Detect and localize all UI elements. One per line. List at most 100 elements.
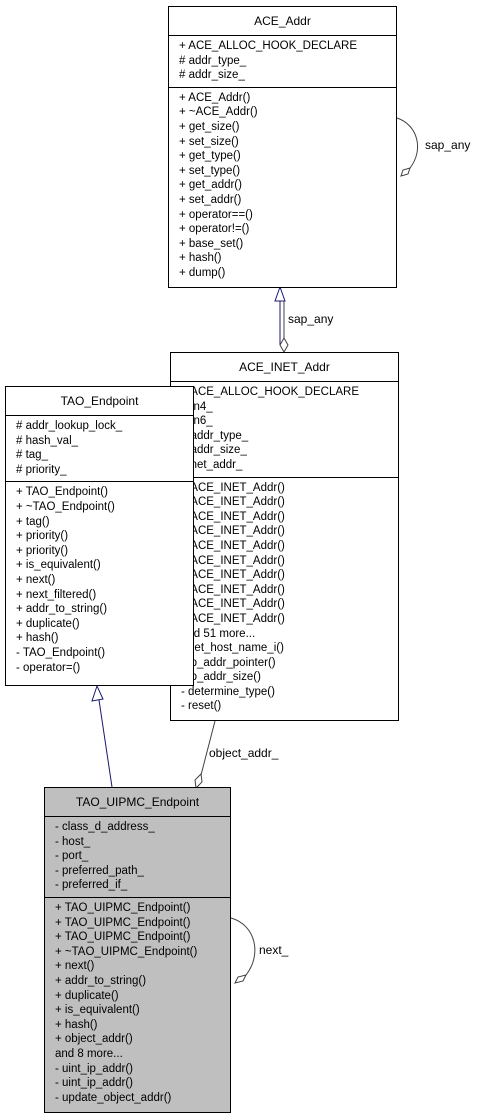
class-attributes-section: + ACE_ALLOC_HOOK_DECLARE+ in4_+ in6_# ad… bbox=[171, 382, 398, 478]
operation-row: + next() bbox=[16, 573, 56, 586]
attribute-row: + in4_ bbox=[181, 400, 213, 413]
operation-row: - ip_addr_pointer() bbox=[181, 656, 276, 669]
operation-row: + ~TAO_UIPMC_Endpoint() bbox=[55, 945, 198, 958]
attribute-row: - preferred_if_ bbox=[55, 879, 128, 892]
operation-row: + dump() bbox=[179, 266, 226, 279]
edge-label-object-addr: object_addr_ bbox=[209, 746, 279, 760]
class-operations-section: + TAO_UIPMC_Endpoint() + TAO_UIPMC_Endpoi… bbox=[45, 898, 230, 1109]
operation-row: - update_object_addr() bbox=[55, 1091, 172, 1104]
uipmc-self-association bbox=[230, 917, 256, 976]
operation-row: + get_addr() bbox=[179, 179, 242, 192]
operation-row: + base_set() bbox=[179, 237, 244, 250]
class-attributes-section: + ACE_ALLOC_HOOK_DECLARE # addr_type_ # ad… bbox=[169, 36, 396, 88]
operation-row: + ~ACE_Addr() bbox=[179, 106, 258, 119]
uipmc-to-endpoint-arrowhead bbox=[91, 684, 104, 702]
operation-row: - uint_ip_addr() bbox=[55, 1062, 133, 1075]
class-operations-section: + TAO_Endpoint()+ ~TAO_Endpoint()+ tag()… bbox=[6, 482, 193, 679]
class-ace-inet-addr[interactable]: ACE_INET_Addr + ACE_ALLOC_HOOK_DECLARE + i… bbox=[170, 352, 399, 721]
edge-label-ace-addr-self: sap_any bbox=[425, 138, 471, 152]
operation-row: + addr_to_string() bbox=[55, 974, 147, 987]
class-title: TAO_UIPMC_Endpoint bbox=[45, 788, 230, 817]
class-operations-section: + ACE_Addr() + ~ACE_Addr()+ get_size() + s… bbox=[169, 88, 396, 285]
operation-row: + set_addr() bbox=[179, 193, 242, 206]
class-tao-uipmc-endpoint[interactable]: TAO_UIPMC_Endpoint - class_d_address_ - ho… bbox=[44, 787, 231, 1113]
operation-row: + priority() bbox=[16, 544, 69, 557]
operation-row: and 51 more... bbox=[181, 627, 256, 640]
attribute-row: - preferred_path_ bbox=[55, 864, 144, 877]
inet-to-addr-arrowhead bbox=[274, 285, 286, 302]
attribute-row: # addr_type_ bbox=[181, 429, 249, 442]
operation-row: + ACE_INET_Addr() bbox=[181, 612, 285, 625]
operation-row: + priority() bbox=[16, 530, 69, 543]
operation-row: + hash() bbox=[55, 1018, 98, 1031]
object-addr-association bbox=[200, 720, 216, 776]
class-tao-endpoint[interactable]: TAO_Endpoint # addr_lookup_lock_ # hash_va… bbox=[5, 386, 194, 686]
uipmc-self-diamond bbox=[234, 974, 247, 984]
attribute-row: # priority_ bbox=[16, 463, 67, 476]
operation-row: + next_filtered() bbox=[16, 588, 97, 601]
ace-addr-self-association bbox=[396, 117, 419, 169]
operation-row: + ~TAO_Endpoint() bbox=[16, 500, 115, 513]
operation-row: + hash() bbox=[16, 632, 59, 645]
attribute-row: # hash_val_ bbox=[16, 434, 79, 447]
attribute-row: + ACE_ALLOC_HOOK_DECLARE bbox=[181, 386, 360, 398]
operation-row: - get_host_name_i() bbox=[181, 642, 284, 655]
class-ace-addr[interactable]: ACE_Addr + ACE_ALLOC_HOOK_DECLARE # addr_t… bbox=[168, 6, 397, 288]
attribute-row: + ACE_ALLOC_HOOK_DECLARE bbox=[179, 40, 358, 52]
operation-row: + TAO_UIPMC_Endpoint() bbox=[55, 901, 191, 914]
attribute-row: # tag_ bbox=[16, 449, 48, 462]
operation-row: + ACE_INET_Addr() bbox=[181, 525, 285, 538]
class-operations-section: + ACE_INET_Addr()+ ACE_INET_Addr()+ ACE_… bbox=[171, 478, 398, 719]
operation-row: + is_equivalent() bbox=[55, 1004, 140, 1017]
operation-row: + object_addr() bbox=[55, 1033, 133, 1046]
operation-row: + operator!=() bbox=[179, 223, 250, 236]
class-title: TAO_Endpoint bbox=[6, 387, 193, 416]
operation-row: - ip_addr_size() bbox=[181, 671, 261, 684]
attribute-row: # addr_lookup_lock_ bbox=[16, 420, 123, 432]
operation-row: + ACE_INET_Addr() bbox=[181, 598, 285, 611]
operation-row: + ACE_Addr() bbox=[179, 91, 251, 104]
operation-row: + set_type() bbox=[179, 164, 241, 177]
operation-row: + ACE_INET_Addr() bbox=[181, 510, 285, 523]
attribute-row: # addr_size_ bbox=[179, 69, 245, 82]
operation-row: + is_equivalent() bbox=[16, 559, 101, 572]
attribute-row: - class_d_address_ bbox=[55, 821, 155, 833]
attribute-row: - inet_addr_ bbox=[181, 458, 243, 471]
operation-row: + operator==() bbox=[179, 208, 253, 221]
attribute-row: - port_ bbox=[55, 850, 89, 863]
class-title: ACE_INET_Addr bbox=[171, 353, 398, 382]
operation-row: + ACE_INET_Addr() bbox=[181, 539, 285, 552]
operation-row: - TAO_Endpoint() bbox=[16, 646, 106, 659]
attribute-row: - host_ bbox=[55, 835, 91, 848]
operation-row: - determine_type() bbox=[181, 685, 275, 698]
class-attributes-section: # addr_lookup_lock_ # hash_val_ # tag_# pr… bbox=[6, 416, 193, 483]
ace-addr-self-diamond bbox=[400, 167, 411, 177]
operation-row: + TAO_UIPMC_Endpoint() bbox=[55, 931, 191, 944]
operation-row: + ACE_INET_Addr() bbox=[181, 583, 285, 596]
class-attributes-section: - class_d_address_- host_- port_- prefer… bbox=[45, 817, 230, 898]
operation-row: + TAO_UIPMC_Endpoint() bbox=[55, 916, 191, 929]
attribute-row: # addr_size_ bbox=[181, 444, 247, 457]
class-title: ACE_Addr bbox=[169, 7, 396, 36]
operation-row: + ACE_INET_Addr() bbox=[181, 554, 285, 567]
operation-row: and 8 more... bbox=[55, 1047, 123, 1060]
attribute-row: # addr_type_ bbox=[179, 54, 247, 67]
operation-row: + ACE_INET_Addr() bbox=[181, 496, 285, 509]
operation-row: + get_size() bbox=[179, 120, 240, 133]
edge-label-inet-to-addr: sap_any bbox=[288, 312, 334, 326]
inet-to-addr-diamond bbox=[279, 336, 289, 354]
operation-row: + ACE_INET_Addr() bbox=[181, 569, 285, 582]
operation-row: + get_type() bbox=[179, 150, 241, 163]
operation-row: - operator=() bbox=[16, 661, 81, 674]
operation-row: + hash() bbox=[179, 252, 222, 265]
operation-row: + set_size() bbox=[179, 135, 239, 148]
attribute-row: + in6_ bbox=[181, 415, 213, 428]
operation-row: + next() bbox=[55, 960, 95, 973]
object-addr-diamond bbox=[194, 772, 203, 790]
operation-row: + duplicate() bbox=[16, 617, 80, 630]
uipmc-to-endpoint-inheritance bbox=[98, 699, 113, 788]
operation-row: - uint_ip_addr() bbox=[55, 1077, 133, 1090]
edge-label-uipmc-self: next_ bbox=[259, 943, 289, 957]
operation-row: + ACE_INET_Addr() bbox=[181, 481, 285, 494]
